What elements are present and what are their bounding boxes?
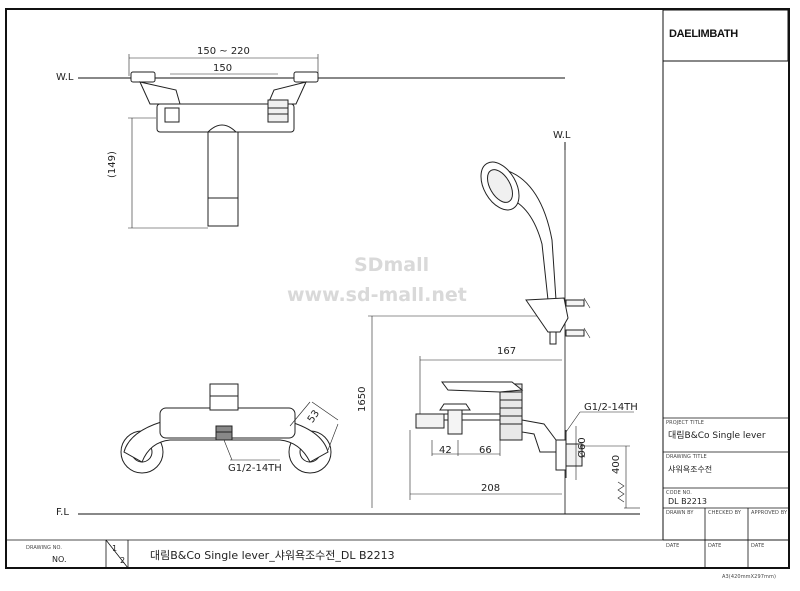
paper-size: A3(420mmX297mm) xyxy=(722,574,776,580)
water-line-top-label: W.L xyxy=(56,72,74,83)
dim-depth-42: 42 xyxy=(439,445,452,456)
date-label-2: DATE xyxy=(708,543,722,549)
sheet-number: 1 xyxy=(112,544,118,553)
brand-logo: DAELIMBATH xyxy=(669,28,738,40)
floor-line-label: F.L xyxy=(56,507,69,518)
water-line-right-label: W.L xyxy=(553,130,571,141)
side-view xyxy=(368,315,640,509)
front-view xyxy=(120,383,339,474)
dim-dia-60: Ø60 xyxy=(577,437,588,458)
date-label-1: DATE xyxy=(666,543,680,549)
checked-by-label: CHECKED BY xyxy=(708,510,741,516)
dim-depth-66: 66 xyxy=(479,445,492,456)
code-no: DL B2213 xyxy=(668,497,708,506)
drawn-by-label: DRAWN BY xyxy=(666,510,694,516)
code-no-label: CODE NO. xyxy=(666,490,692,496)
dim-width-208: 208 xyxy=(481,483,501,494)
watermark-line2: www.sd-mall.net xyxy=(287,284,467,306)
drawing-no-label: DRAWING NO. xyxy=(26,545,63,551)
date-label-3: DATE xyxy=(751,543,765,549)
drawing-title-label: DRAWING TITLE xyxy=(666,454,707,460)
footer-caption: 대림B&Co Single lever_샤워욕조수전_DL B2213 xyxy=(150,549,395,562)
thread-side-label: G1/2-14TH xyxy=(584,402,638,413)
dim-height-1650: 1650 xyxy=(357,386,368,412)
dim-span-inner: 150 xyxy=(213,63,233,74)
approved-by-label: APPROVED BY xyxy=(751,510,788,516)
sheet-border xyxy=(5,8,790,569)
dim-height-400: 400 xyxy=(611,454,622,474)
dim-height-149: (149) xyxy=(107,151,118,178)
top-view xyxy=(128,54,319,229)
dim-width-167: 167 xyxy=(497,346,517,357)
thread-front-label: G1/2-14TH xyxy=(228,463,282,474)
dim-span-outer: 150 ~ 220 xyxy=(197,46,250,57)
drawing-no: NO. xyxy=(52,555,67,564)
project-title-label: PROJECT TITLE xyxy=(666,420,705,426)
watermark-line1: SDmall xyxy=(354,254,430,276)
drawing-title: 샤워욕조수전 xyxy=(668,465,713,474)
footer-strip xyxy=(6,539,788,569)
project-title: 대림B&Co Single lever xyxy=(668,431,766,441)
hand-shower xyxy=(480,161,591,345)
sheet-total: 2 xyxy=(120,556,126,565)
